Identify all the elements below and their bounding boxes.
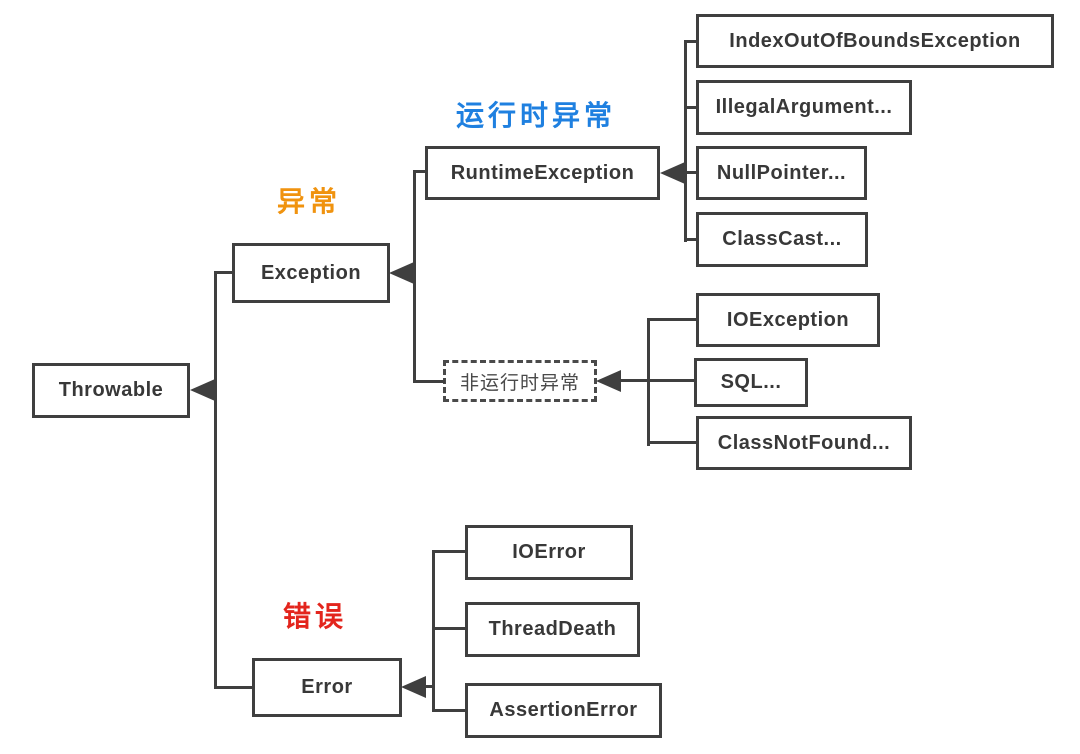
- node-class-not-found: ClassNotFound...: [696, 416, 912, 470]
- connector-null-pointer-stub: [684, 171, 698, 174]
- connector-io-error-stub: [432, 550, 467, 553]
- node-class-cast: ClassCast...: [696, 212, 868, 267]
- connector-throwable-trunk: [214, 271, 217, 689]
- connector-class-not-found-stub: [647, 441, 697, 444]
- connector-thread-death-stub: [432, 627, 467, 630]
- connector-exception-trunk: [413, 170, 416, 383]
- connector-assertion-error-stub: [432, 709, 467, 712]
- arrowhead-to-exception-icon: [389, 262, 414, 284]
- connector-illegal-stub: [684, 106, 698, 109]
- arrowhead-to-runtime-exception-icon: [660, 162, 685, 184]
- annotation-exception: 异常: [277, 186, 342, 217]
- annotation-error: 错误: [283, 601, 348, 632]
- node-exception: Exception: [232, 243, 390, 303]
- node-illegal-argument: IllegalArgument...: [696, 80, 912, 135]
- node-non-runtime-exception: 非运行时异常: [443, 360, 597, 402]
- node-index-out-of-bounds-exception: IndexOutOfBoundsException: [696, 14, 1054, 68]
- connector-exception-stub: [214, 271, 234, 274]
- node-io-error: IOError: [465, 525, 633, 580]
- connector-non-runtime-stub: [413, 380, 445, 383]
- connector-runtime-children-trunk: [684, 40, 687, 242]
- node-runtime-exception: RuntimeException: [425, 146, 660, 200]
- connector-error-children-trunk: [432, 550, 435, 712]
- connector-runtime-stub: [413, 170, 428, 173]
- connector-index-stub: [684, 40, 698, 43]
- connector-sql-stub: [620, 379, 696, 382]
- connector-class-cast-stub: [684, 238, 698, 241]
- node-assertion-error: AssertionError: [465, 683, 662, 738]
- connector-error-arrow-stub: [424, 685, 435, 688]
- connector-io-exception-stub: [647, 318, 697, 321]
- node-throwable: Throwable: [32, 363, 190, 418]
- connector-error-stub: [214, 686, 254, 689]
- node-error: Error: [252, 658, 402, 717]
- annotation-runtime-exception: 运行时异常: [456, 100, 617, 131]
- connector-non-runtime-children-trunk: [647, 318, 650, 446]
- node-sql: SQL...: [694, 358, 808, 407]
- arrowhead-to-throwable-icon: [190, 379, 215, 401]
- node-thread-death: ThreadDeath: [465, 602, 640, 657]
- arrowhead-to-error-icon: [401, 676, 426, 698]
- node-null-pointer: NullPointer...: [696, 146, 867, 200]
- node-io-exception: IOException: [696, 293, 880, 347]
- arrowhead-to-non-runtime-icon: [596, 370, 621, 392]
